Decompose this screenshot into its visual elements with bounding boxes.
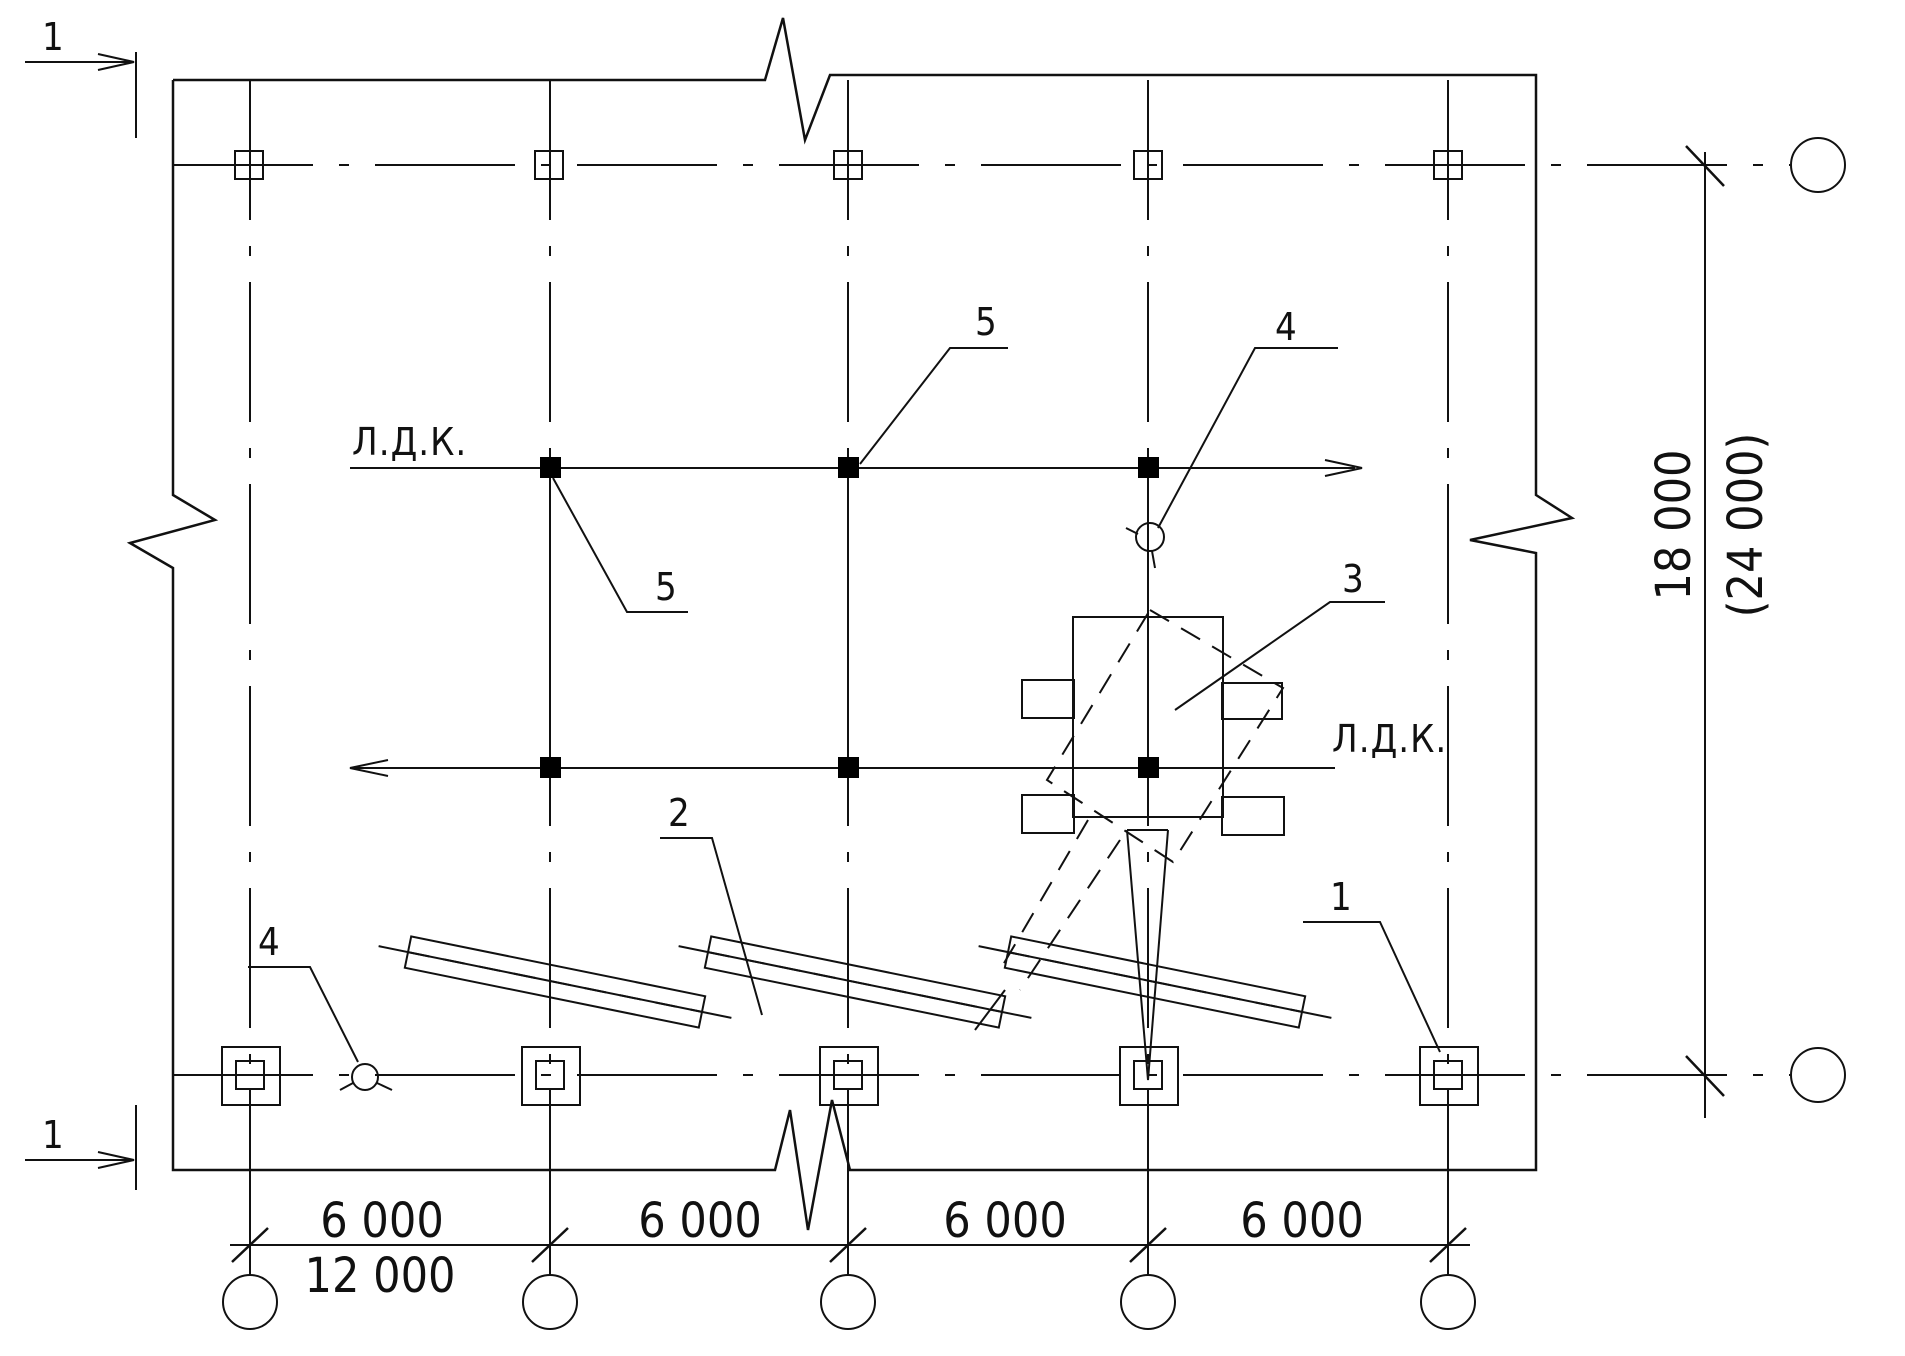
crane-stand-1 <box>540 457 561 478</box>
dimension-span-primary: 18 000 <box>1646 449 1702 600</box>
section-markers <box>25 52 137 1190</box>
section-label-top: 1 <box>42 15 64 59</box>
callout-3: 3 <box>1342 557 1364 601</box>
section-label-bottom: 1 <box>42 1113 64 1157</box>
callout-5-top: 5 <box>975 300 997 344</box>
mobile-crane <box>999 608 1285 1081</box>
axis-bubbles <box>222 137 1846 1330</box>
axis-bubble-5 <box>1420 1274 1476 1330</box>
callout-2: 2 <box>668 791 690 835</box>
axis-bubble-top <box>1790 137 1846 193</box>
dimension-bay-2: 6 000 <box>638 1193 762 1249</box>
bottom-columns <box>221 1046 1479 1106</box>
crane-stand-5 <box>838 757 859 778</box>
dimension-bay-1: 6 000 <box>320 1193 444 1249</box>
callout-leaders <box>248 347 1441 1063</box>
assembly-routes <box>349 457 1363 778</box>
crane-stand-4 <box>540 757 561 778</box>
axis-bubble-1 <box>222 1274 278 1330</box>
bottom-dimension-line <box>230 1227 1470 1263</box>
callout-4-top: 4 <box>1275 305 1297 349</box>
callout-5-left: 5 <box>655 565 677 609</box>
grid-axes <box>173 80 1790 1275</box>
crane-stand-3 <box>1138 457 1159 478</box>
side-dimension-line <box>1685 145 1725 1118</box>
braces-symbols <box>339 522 1165 1091</box>
dimension-span-alt: (24 000) <box>1718 433 1774 618</box>
dimension-bay-4: 6 000 <box>1240 1193 1364 1249</box>
crane-stand-6 <box>1138 757 1159 778</box>
route-label-top: Л.Д.К. <box>352 420 467 464</box>
building-outline <box>126 17 1576 1231</box>
callout-4-bottom: 4 <box>258 920 280 964</box>
axis-bubble-2 <box>522 1274 578 1330</box>
axis-bubble-3 <box>820 1274 876 1330</box>
dimension-bay-total: 12 000 <box>304 1248 455 1304</box>
axis-bubble-4 <box>1120 1274 1176 1330</box>
dimension-bay-3: 6 000 <box>943 1193 1067 1249</box>
route-label-bottom: Л.Д.К. <box>1332 717 1447 761</box>
crane-stand-2 <box>838 457 859 478</box>
top-columns <box>234 150 1463 180</box>
callout-1: 1 <box>1330 875 1352 919</box>
axis-bubble-bottom <box>1790 1047 1846 1103</box>
ground-trusses <box>378 935 1332 1031</box>
